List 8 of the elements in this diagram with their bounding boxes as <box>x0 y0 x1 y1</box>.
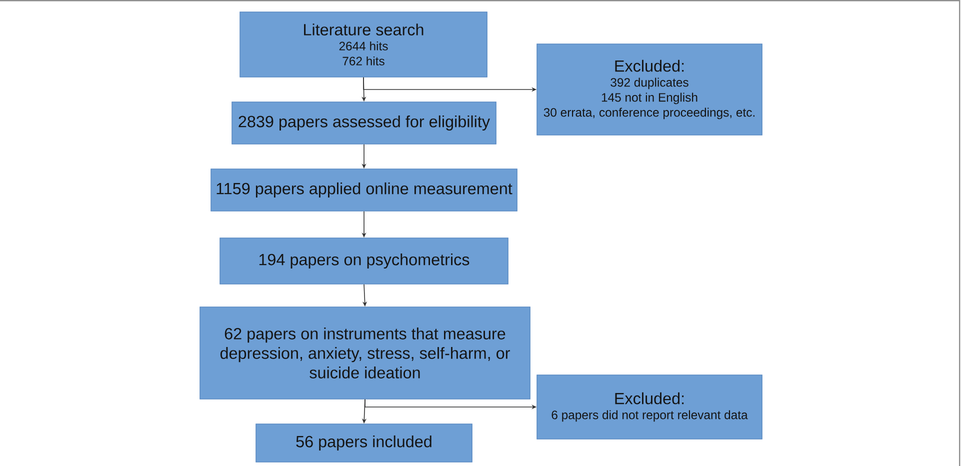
process-box: Excluded: 6 papers did not report relevant data <box>536 374 762 440</box>
process-box: 56 papers included <box>256 424 472 462</box>
process-box: 194 papers on psychometrics <box>220 238 508 284</box>
process-box: Excluded: 392 duplicates 145 not in English 30 errata, conference proceedings, etc. <box>536 44 762 136</box>
process-box: Literature search 2644 hits 762 hits <box>240 12 488 78</box>
process-box: 2839 papers assessed for eligibility <box>232 102 496 144</box>
process-box: 1159 papers applied online measurement <box>210 168 518 212</box>
process-box: 62 papers on instruments that measure depression, anxiety, stress, self-harm, or suicide ideation <box>200 306 530 400</box>
